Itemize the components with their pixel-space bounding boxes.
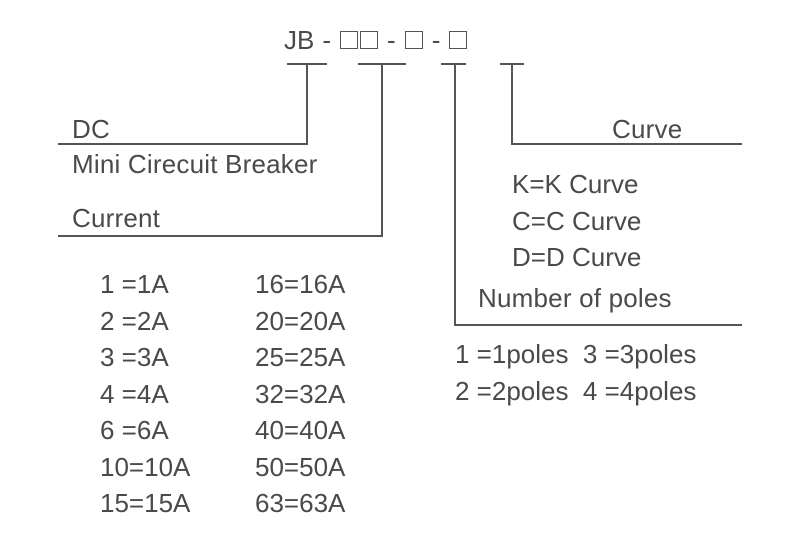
current-option: 25=25A bbox=[255, 342, 346, 372]
poles-option-row: 2 =2poles 4 =4poles bbox=[455, 375, 697, 406]
poles-options-list: 1 =1poles 3 =3poles 2 =2poles 4 =4poles bbox=[455, 336, 696, 409]
current-option: 3 =3A bbox=[100, 342, 169, 372]
current-values-col1: 1 =1A 2 =2A 3 =3A 4 =4A 6 =6A 10=10A 15=… bbox=[100, 266, 190, 522]
leader-poles bbox=[454, 64, 742, 326]
leader-curve bbox=[511, 64, 742, 145]
current-option: 50=50A bbox=[255, 451, 346, 482]
curve-option: C=C Curve bbox=[512, 205, 642, 236]
poles-option-row: 1 =1poles 3 =3poles bbox=[455, 339, 697, 369]
current-values-col2: 16=16A 20=20A 25=25A 32=32A 40=40A 50=50… bbox=[255, 266, 345, 522]
code-separator: - bbox=[431, 24, 441, 55]
current-option: 4 =4A bbox=[100, 378, 169, 409]
poles-code-box bbox=[404, 31, 423, 49]
current-option: 20=20A bbox=[255, 305, 346, 336]
current-option: 63=63A bbox=[255, 488, 346, 518]
poles-label: Number of poles bbox=[478, 283, 672, 313]
model-code: JB - - - bbox=[284, 24, 468, 56]
current-code-box-2 bbox=[360, 31, 379, 49]
code-prefix: JB bbox=[284, 24, 315, 55]
leader-dc bbox=[58, 64, 308, 145]
current-code-box-1 bbox=[340, 31, 359, 49]
current-option: 1 =1A bbox=[100, 269, 169, 299]
current-option: 15=15A bbox=[100, 488, 191, 518]
current-option: 2 =2A bbox=[100, 305, 169, 336]
mini-breaker-label: Mini Cirecuit Breaker bbox=[72, 149, 318, 179]
current-option: 6 =6A bbox=[100, 415, 169, 445]
current-option: 10=10A bbox=[100, 451, 191, 482]
curve-option: D=D Curve bbox=[512, 242, 642, 272]
curve-option: K=K Curve bbox=[512, 169, 639, 199]
current-option: 32=32A bbox=[255, 378, 346, 409]
dc-label: DC bbox=[72, 114, 110, 144]
current-option: 16=16A bbox=[255, 269, 346, 299]
leader-current bbox=[58, 64, 383, 237]
code-separator: - bbox=[387, 24, 396, 55]
curve-code-box bbox=[449, 31, 468, 49]
current-label: Current bbox=[72, 203, 161, 233]
curve-options-list: K=K Curve C=C Curve D=D Curve bbox=[512, 166, 641, 276]
code-separator: - bbox=[322, 24, 332, 55]
curve-label: Curve bbox=[612, 114, 683, 144]
current-option: 40=40A bbox=[255, 415, 346, 445]
